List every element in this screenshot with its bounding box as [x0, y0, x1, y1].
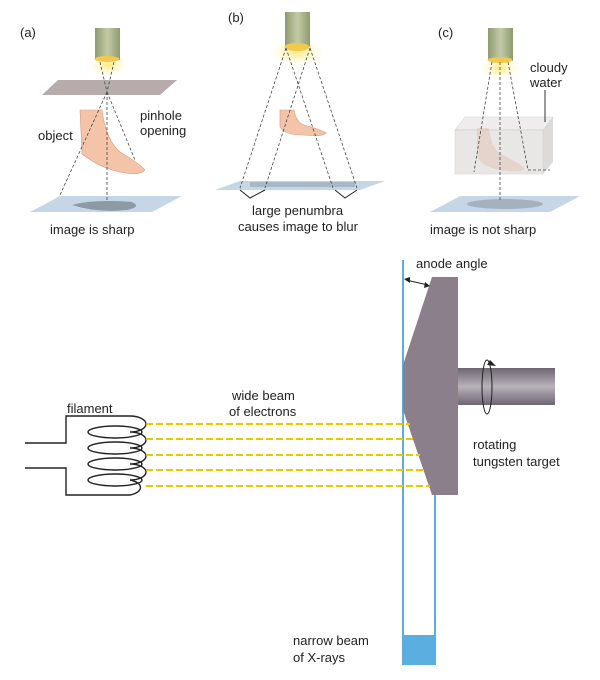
- panel-b-tag: (b): [228, 10, 244, 25]
- xray-beam: [403, 635, 435, 665]
- label-opening: opening: [140, 123, 186, 138]
- label-water: water: [529, 75, 562, 90]
- foot: [79, 109, 146, 174]
- rotation-arrow-icon: [481, 359, 493, 415]
- anode-shaft: [458, 368, 555, 405]
- water-tank: [454, 116, 554, 175]
- angle-arrow-icon: [404, 277, 410, 283]
- panel-b-caption-1: large penumbra: [252, 203, 344, 218]
- filament: [25, 415, 147, 496]
- panel-b-caption-2: causes image to blur: [238, 219, 359, 234]
- panel-a-caption: image is sharp: [50, 222, 135, 237]
- label-wide-beam: wide beam: [231, 388, 295, 403]
- penumbra-bracket: [239, 189, 266, 199]
- label-filament: filament: [67, 401, 113, 416]
- light-source: [488, 28, 513, 61]
- electron-beam: [146, 423, 430, 487]
- label-tungsten-target: tungsten target: [473, 454, 560, 469]
- label-narrow-beam: narrow beam: [293, 633, 369, 648]
- label-anode-angle: anode angle: [416, 256, 488, 271]
- panel-c: (c) cloudy water image is not sharp: [430, 25, 580, 237]
- label-rotating: rotating: [473, 437, 516, 452]
- anode-target: [403, 277, 458, 495]
- sharp-shadow: [72, 201, 136, 211]
- label-object: object: [38, 128, 73, 143]
- light-source: [285, 12, 310, 47]
- panel-c-tag: (c): [438, 25, 453, 40]
- foot: [279, 109, 327, 136]
- pinhole-plate: [42, 80, 177, 95]
- penumbra-bracket: [334, 189, 358, 199]
- panel-a: (a) pinhole opening object image is shar…: [20, 25, 186, 237]
- label-cloudy: cloudy: [530, 60, 568, 75]
- label-of-xrays: of X-rays: [293, 650, 346, 665]
- panel-c-caption: image is not sharp: [430, 222, 536, 237]
- label-of-electrons: of electrons: [229, 404, 297, 419]
- panel-a-tag: (a): [20, 25, 36, 40]
- blurred-shadow: [250, 182, 355, 187]
- panel-b: (b) large penumbra causes image to blur: [215, 10, 385, 234]
- light-source: [95, 28, 120, 60]
- blurred-shadow: [467, 199, 543, 209]
- label-pinhole: pinhole: [140, 108, 182, 123]
- xray-tube: anode angle rotating tungsten target nar…: [25, 256, 560, 665]
